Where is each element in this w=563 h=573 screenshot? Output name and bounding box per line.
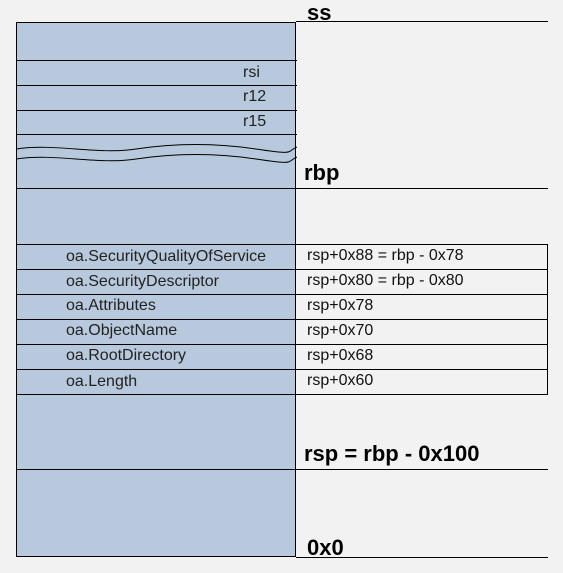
reg-rsi: rsi	[16, 60, 297, 86]
zero-line	[296, 557, 548, 558]
rbp-label: rbp	[304, 160, 340, 185]
oa-field-name: oa.RootDirectory	[66, 347, 187, 364]
reg-r15: r15	[16, 110, 297, 135]
oa-row: oa.Length	[16, 369, 297, 395]
reg-r12: r12	[16, 85, 297, 111]
oa-offset: rsp+0x78	[297, 294, 548, 320]
rsp-label: rsp = rbp - 0x100	[304, 441, 480, 466]
reg-rsi-label: rsi	[243, 64, 260, 81]
oa-row: oa.RootDirectory	[16, 344, 297, 370]
oa-field-name: oa.Attributes	[66, 297, 156, 314]
break-wavy-lines	[16, 144, 297, 163]
rsp-line	[16, 469, 548, 470]
oa-field-name: oa.SecurityDescriptor	[66, 273, 219, 290]
reg-r12-label: r12	[243, 88, 267, 105]
oa-offset: rsp+0x88 = rbp - 0x78	[297, 244, 548, 270]
ss-line	[296, 21, 548, 22]
oa-offset: rsp+0x80 = rbp - 0x80	[297, 269, 548, 295]
oa-row: oa.ObjectName	[16, 319, 297, 345]
oa-row: oa.Attributes	[16, 294, 297, 320]
rbp-line	[16, 188, 548, 189]
oa-row: oa.SecurityDescriptor	[16, 269, 297, 295]
ss-label: ss	[307, 0, 332, 25]
zero-label: 0x0	[307, 535, 344, 560]
oa-offset: rsp+0x60	[297, 369, 548, 395]
stack-frame	[16, 22, 296, 557]
oa-field-name: oa.SecurityQualityOfService	[66, 248, 267, 265]
oa-field-name: oa.ObjectName	[66, 322, 178, 339]
oa-row: oa.SecurityQualityOfService	[16, 244, 297, 270]
oa-offset: rsp+0x70	[297, 319, 548, 345]
oa-offset: rsp+0x68	[297, 344, 548, 370]
oa-field-name: oa.Length	[66, 373, 138, 390]
reg-r15-label: r15	[243, 113, 267, 130]
